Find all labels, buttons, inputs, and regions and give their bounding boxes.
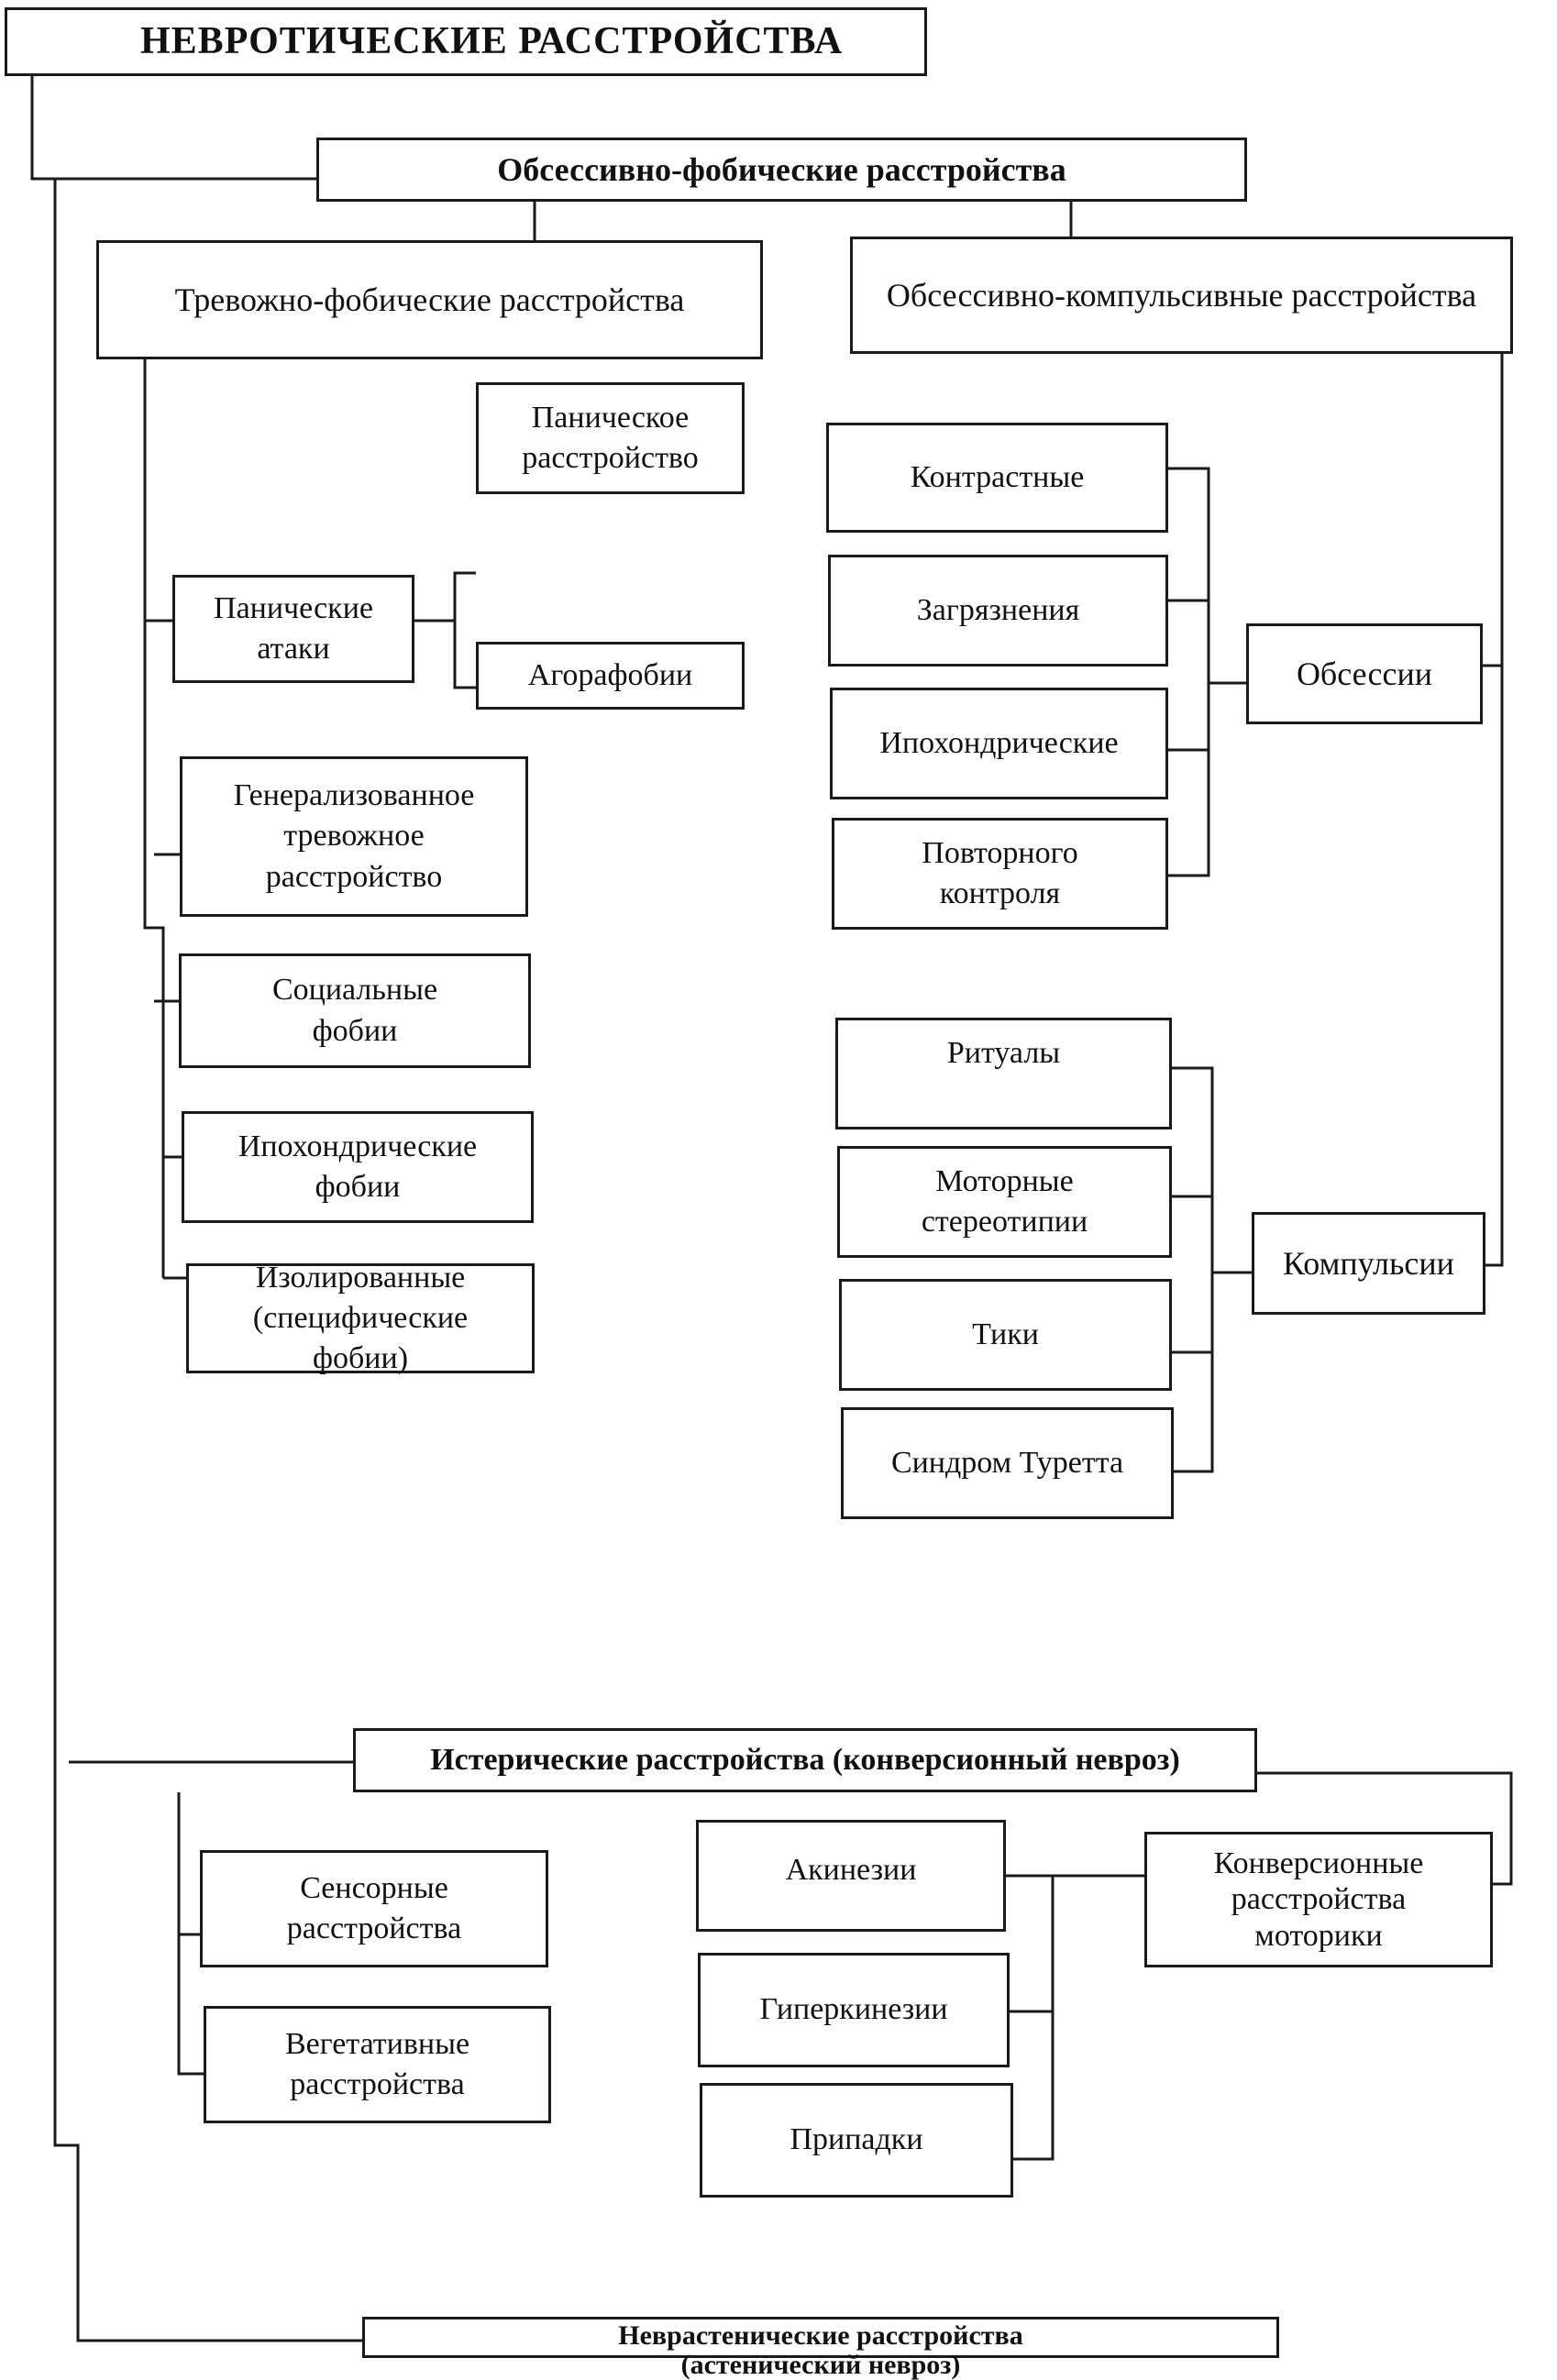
- compulsion-tourette-box: Синдром Туретта: [841, 1407, 1174, 1519]
- compulsion-rituals-box: Ритуалы: [835, 1018, 1172, 1129]
- anxiety-phobic-box: Тревожно-фобические расстройства: [96, 240, 763, 359]
- obsession-contamination-box: Загрязнения: [828, 555, 1168, 667]
- agoraphobia-box: Агорафобии: [476, 642, 745, 710]
- panic-disorder-box: Паническое расстройство: [476, 382, 745, 494]
- neurasthenic-box: Неврастенические расстройства (астеничес…: [362, 2317, 1279, 2379]
- obsessive-phobic-box: Обсессивно-фобические расстройства: [316, 138, 1247, 202]
- compulsion-tics-box: Тики: [839, 1279, 1172, 1391]
- generalized-anxiety-box: Генерализованное тревожное расстройство: [180, 756, 528, 917]
- obsessions-hub-box: Обсессии: [1246, 623, 1483, 724]
- akinesia-box: Акинезии: [696, 1820, 1006, 1932]
- compulsion-motor-stereotypies-box: Моторные стереотипии: [837, 1146, 1172, 1258]
- isolated-phobias-box: Изолированные (специфические фобии): [186, 1261, 535, 1375]
- sensory-disorders-box: Сенсорные расстройства: [200, 1850, 548, 1967]
- hysterical-left-spine: [177, 1792, 204, 2076]
- conversion-motor-box: Конверсионные расстройства моторики: [1144, 1832, 1493, 1967]
- hysterical-to-conversion: [1257, 1771, 1513, 1886]
- anxiety-phobic-spine: [143, 358, 165, 1278]
- hyperkinesia-box: Гиперкинезии: [698, 1953, 1010, 2067]
- link-panic-subtypes: [453, 571, 476, 689]
- obsessive-compulsive-box: Обсессивно-компульсивные расстройства: [850, 237, 1513, 354]
- obsession-recheck-box: Повторного контроля: [832, 818, 1168, 930]
- vegetative-disorders-box: Вегетативные расстройства: [204, 2006, 551, 2123]
- motor-bracket: [1006, 1874, 1055, 2161]
- compulsions-hub-box: Компульсии: [1252, 1212, 1485, 1315]
- root-title: НЕВРОТИЧЕСКИЕ РАССТРОЙСТВА: [5, 7, 927, 76]
- social-phobias-box: Социальные фобии: [179, 953, 531, 1068]
- hysterical-box: Истерические расстройства (конверсионный…: [353, 1728, 1257, 1792]
- obsessive-compulsive-spine: [1485, 341, 1504, 1267]
- obsession-hypochondriac-box: Ипохондрические: [830, 688, 1168, 799]
- obsession-contrast-box: Контрастные: [826, 423, 1168, 533]
- panic-attacks-box: Панические атаки: [172, 575, 414, 683]
- compulsions-bracket: [1172, 1066, 1214, 1473]
- obsessions-bracket: [1168, 467, 1210, 877]
- seizures-box: Припадки: [700, 2083, 1013, 2198]
- hypochondriac-phobias-box: Ипохондрические фобии: [182, 1111, 534, 1223]
